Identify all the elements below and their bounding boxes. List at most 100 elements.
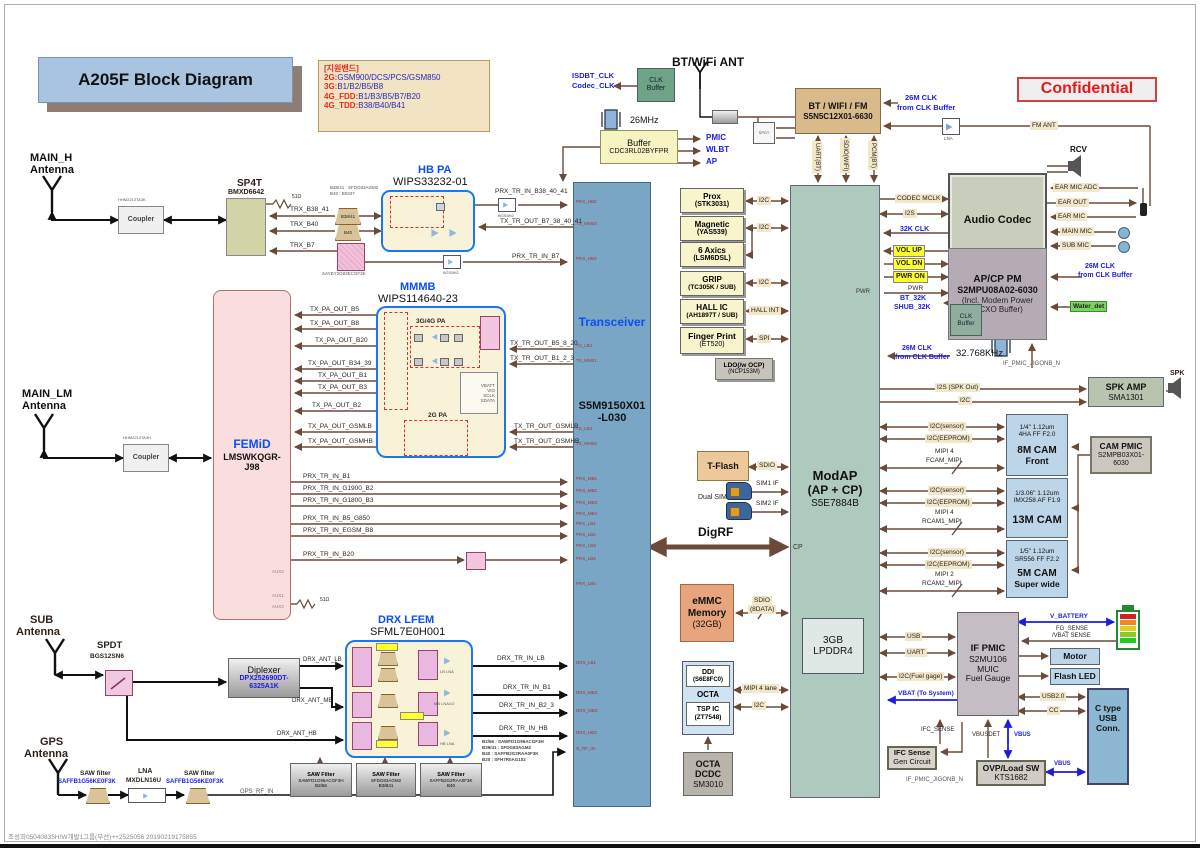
filter-b40-label: B40 (343, 230, 352, 235)
drx-hblna-label: HB LNA (440, 741, 455, 746)
motor-box: Motor (1050, 648, 1100, 665)
battery-bar5 (1120, 638, 1136, 643)
battery-bar4 (1120, 632, 1136, 637)
motor-label: Motor (1063, 650, 1087, 661)
mainlm-label1: MAIN_LM (22, 388, 73, 400)
hbpa-title: HB PA (418, 164, 452, 176)
emmc-l3: (32GB) (692, 619, 722, 630)
cam-8m-box: 1/4" 1.12um 4HA FF F2.0 8M CAM Front (1006, 414, 1068, 476)
apcp-clkbuf-l1: CLK (959, 312, 973, 320)
page-border (4, 4, 1196, 842)
bt-wifi-fm-name: BT / WIFI / FM (808, 101, 868, 112)
hbpa-box (381, 190, 475, 252)
usb-conn-box: C type USB Conn. (1087, 688, 1129, 785)
rcv-label: RCV (1070, 145, 1087, 154)
mainlm-label2: Antenna (22, 400, 66, 412)
cam1-mipi-name: FCAM_MIPI (926, 457, 962, 464)
clk-buffer-box: CLK Buffer (637, 68, 675, 102)
legend-key-2g: 2G: (324, 73, 338, 83)
hbpa-lna2-part: BGS8H2 (443, 270, 459, 275)
hbpa-inner-dash (390, 196, 444, 228)
spdt-box (105, 670, 133, 696)
vol-up-chip: VOL UP (893, 245, 925, 257)
trx-pin: TX_LB1 (576, 343, 593, 348)
cam3-mipi-name: RCAM2_MIPI (922, 580, 962, 587)
isdbt-clk-label: ISDBT_CLK (572, 71, 615, 80)
gps-saw1-part: SAFFB1G56KE0F3K (58, 779, 116, 785)
spk-label: SPK (1170, 370, 1185, 377)
mainlm-coupler-label: Coupler (132, 453, 160, 461)
sim1-icon (726, 482, 752, 500)
cam3-i2c-sensor-chip: I2C(sensor) (928, 548, 966, 557)
drx-note3: B40 : SAFFB2G2RAA0F3K (482, 751, 539, 756)
apcp-part: S2MPU08A02-6030 (957, 285, 1038, 296)
mainlm-coupler-part: HHM2213TA3H (123, 435, 151, 440)
modap-box: ModAP (AP + CP) S5E7884B (790, 185, 880, 798)
gps-saw2-part: SAFFB1G56KE0F3K (166, 779, 224, 785)
drx-title: DRX LFEM (378, 614, 435, 626)
sixaxis-part: (LSM6DSL) (693, 255, 731, 263)
apcp-clkbuf-l2: Buffer (957, 320, 975, 327)
prx-b1: PRX_TR_IN_B1 (303, 473, 351, 480)
trx-pin: G_RF_IN (576, 746, 596, 751)
drx-port5 (418, 692, 438, 716)
tflash-box: T-Flash (697, 451, 749, 481)
flash-led-box: Flash LED (1050, 668, 1100, 685)
prox-sensor-box: Prox (STK3031) (680, 188, 744, 213)
spdt-glyph (110, 677, 126, 690)
sp4t-box (226, 198, 266, 256)
drx-lblna-label: LB LNA (440, 669, 454, 674)
gps-lna-label: LNA (138, 768, 153, 775)
cam2-i2c-eeprom-chip: I2C(EEPROM) (925, 498, 972, 507)
sim1-if-label: SIM1 IF (756, 480, 779, 487)
drx-port1 (352, 647, 372, 687)
ear-mic-adc-chip: EAR MIC ADC (1053, 183, 1100, 192)
drx-mblna-icon (444, 689, 454, 697)
uart-bt-chip: UART(BT) (812, 141, 822, 173)
hbpa-lna1-part: BGS8H2 (498, 213, 514, 218)
cam-pmic-name: CAM PMIC (1099, 441, 1143, 452)
prox-part: (STK3031) (694, 201, 730, 209)
bt-spdt-label: SPDT (758, 129, 770, 135)
octa-dcdc-part: SM3010 (693, 779, 723, 789)
tx-pa-b3: TX_PA_OUT_B3 (318, 384, 368, 391)
saw1-l2: SAWFD1G96ACGF3H (298, 777, 344, 783)
tx-pa-b1: TX_PA_OUT_B1 (318, 372, 368, 379)
gps-ant-label2: Antenna (24, 748, 68, 760)
cam1-spec2: 4HA FF F2.0 (1018, 431, 1056, 439)
mmmb-pin-vio: VIO (487, 387, 495, 393)
gps-lna-icon (143, 792, 151, 799)
spk-amp-name: SPK AMP (1105, 382, 1147, 393)
tsp-box: TSP IC (ZT7548) (686, 702, 730, 727)
digrf-label: DigRF (698, 525, 734, 539)
spk-amp-part: SMA1301 (1108, 392, 1144, 402)
legend-key-3g: 3G: (324, 82, 338, 92)
apcp-sub2: /TCXO Buffer) (972, 304, 1023, 314)
bt-32k-label: BT_32K (900, 295, 927, 302)
apcp-sub1: (Incl. Modem Power (961, 295, 1034, 305)
transceiver-part2: -L030 (597, 412, 627, 425)
cam1-mipi-label: MIPI 4 (935, 448, 954, 455)
drx-band-chip1 (376, 643, 398, 651)
drx-filter2 (378, 668, 398, 682)
sub-ant-label1: SUB (30, 614, 54, 626)
mainlm-coupler: Coupler (123, 444, 169, 472)
legend-key-4gfdd: 4G_FDD: (324, 91, 359, 101)
hall-ic-box: HALL IC (AH1897T / SUB) (680, 299, 744, 324)
octa-dcdc-l1: OCTA (695, 759, 721, 770)
fm-ant-chip: FM ANT (1030, 121, 1058, 130)
bt-wifi-ant-label: BT/WiFi ANT (672, 55, 745, 69)
modap-name: ModAP (812, 468, 858, 483)
grip-name: GRIP (702, 275, 722, 285)
vbus-label2: VBUS (1054, 761, 1071, 767)
mmmb-sq3 (454, 334, 463, 342)
ifc-gen-l1: IFC Sense (893, 748, 931, 758)
apcp-clk-buffer: CLK Buffer (950, 304, 982, 336)
drx-port6 (418, 722, 438, 746)
ddi-box: DDI (S6E8FC0) (686, 665, 730, 687)
modap-name2: (AP + CP) (807, 482, 863, 497)
saw-filter-box3: SAW Filter SAFFB2G2RAA0F3K B40 (420, 763, 482, 797)
sayey-filter-box (337, 243, 365, 271)
sp4t-label: SP4T (237, 178, 263, 189)
sdio-wifi-chip: SDIO(WIFI) (840, 138, 850, 174)
